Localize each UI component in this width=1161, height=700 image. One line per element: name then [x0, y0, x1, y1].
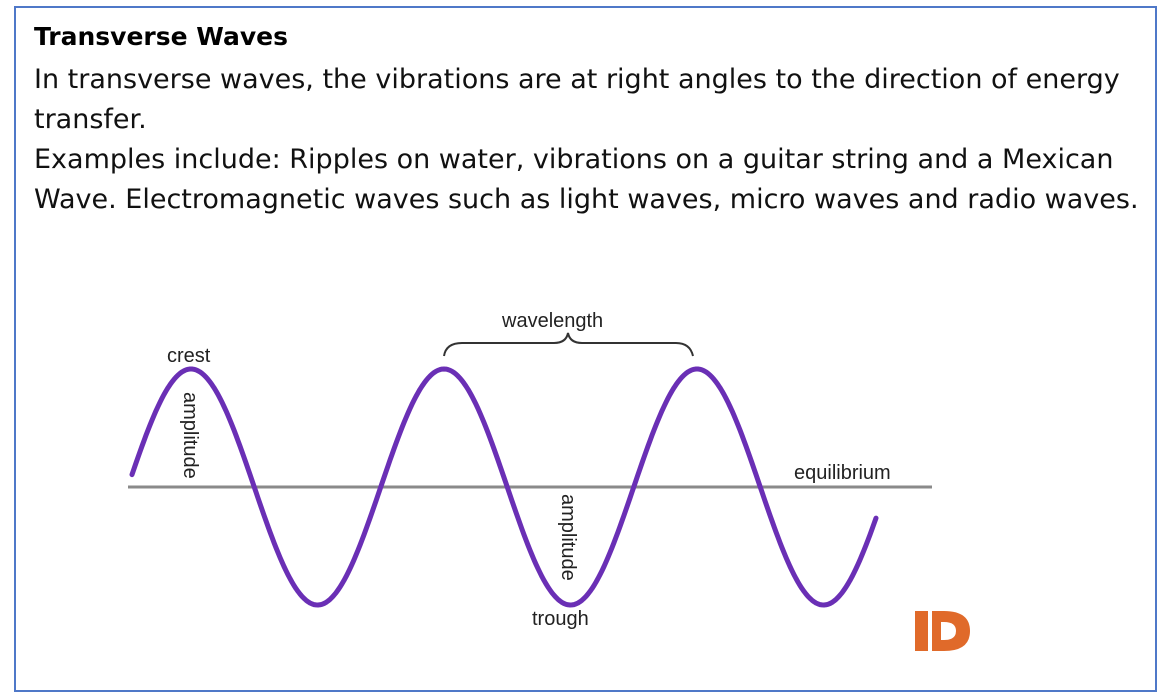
- trough-label: trough: [532, 608, 589, 630]
- wave-curve: [129, 366, 879, 608]
- crest-label: crest: [167, 345, 211, 367]
- definition-paragraph: In transverse waves, the vibrations are …: [34, 64, 1120, 135]
- wavelength-brace: [443, 332, 694, 357]
- examples-paragraph: Examples include: Ripples on water, vibr…: [34, 144, 1139, 215]
- section-heading: Transverse Waves: [34, 22, 288, 51]
- wavelength-label: wavelength: [501, 310, 603, 332]
- content-card: Transverse Waves In transverse waves, th…: [14, 6, 1157, 692]
- equilibrium-label: equilibrium: [794, 462, 891, 484]
- amplitude-trough-label: amplitude: [557, 494, 579, 581]
- amplitude-crest-label: amplitude: [179, 392, 201, 479]
- publisher-logo: [915, 611, 970, 651]
